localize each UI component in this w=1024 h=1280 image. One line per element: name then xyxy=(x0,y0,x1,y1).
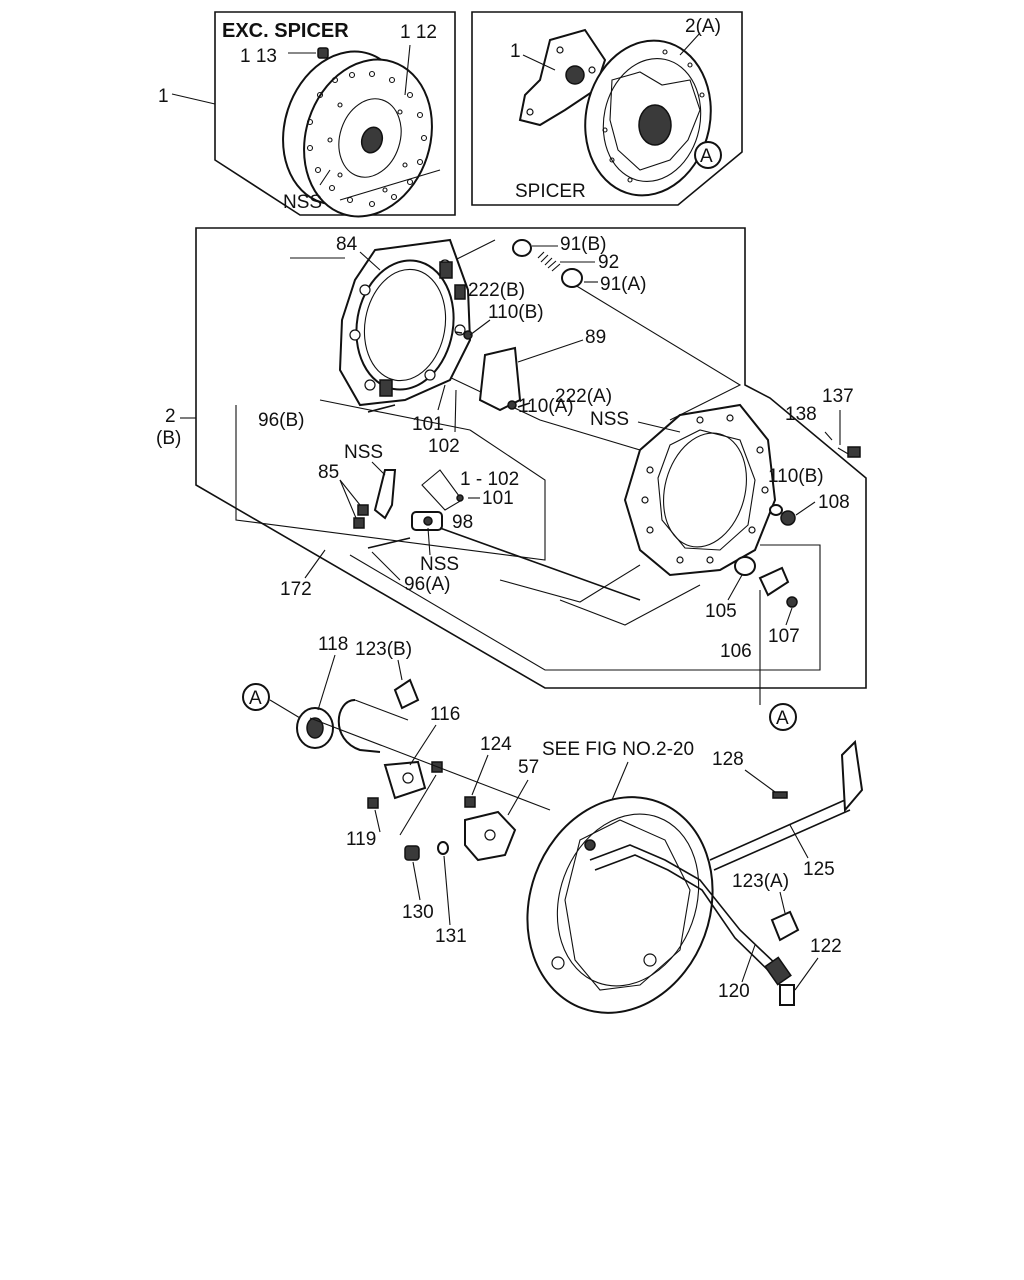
callout-172: 172 xyxy=(280,579,312,600)
callout-nss-disc: NSS xyxy=(283,192,322,213)
callout-1-spicer: 1 xyxy=(510,41,521,62)
main-assembly-outline xyxy=(195,227,867,689)
spring-parts-drawing xyxy=(512,239,583,288)
callout-89: 89 xyxy=(585,327,606,348)
callout-nss-bolt: NSS xyxy=(420,554,459,575)
release-lever-drawing xyxy=(353,404,641,601)
spicer-title: SPICER xyxy=(515,181,586,202)
callout-102-top: 102 xyxy=(428,436,460,457)
callout-138: 138 xyxy=(785,404,817,425)
callout-222b: 222(B) xyxy=(468,280,525,301)
callout-106: 106 xyxy=(720,641,752,662)
spicer-hub-drawing xyxy=(518,28,607,127)
callout-98: 98 xyxy=(452,512,473,533)
pressure-plate-drawing xyxy=(623,403,777,577)
callout-2: 2 xyxy=(165,406,176,427)
callout-130: 130 xyxy=(402,902,434,923)
callout-101-mid: 101 xyxy=(482,488,514,509)
callout-222a: 222(A) xyxy=(555,386,612,407)
callout-123b: 123(B) xyxy=(355,639,412,660)
pipe-drawing xyxy=(589,844,781,969)
callout-116: 116 xyxy=(430,704,460,725)
clutch-housing-drawing xyxy=(526,796,714,1014)
callout-96b: 96(B) xyxy=(258,410,304,431)
callout-1-left: 1 xyxy=(158,86,169,107)
callout-108: 108 xyxy=(818,492,850,513)
release-bearing-drawing xyxy=(296,707,334,749)
callout-125: 125 xyxy=(803,859,835,880)
ref-a-top: A xyxy=(700,146,713,167)
pressure-plate-cover-drawing xyxy=(338,238,472,407)
callout-118: 118 xyxy=(318,634,348,655)
callout-2b: (B) xyxy=(156,428,181,449)
shaft-drawing xyxy=(709,799,851,871)
callout-124: 124 xyxy=(480,734,512,755)
callout-91b: 91(B) xyxy=(560,234,606,255)
callout-96a: 96(A) xyxy=(404,574,450,595)
callout-91a: 91(A) xyxy=(600,274,646,295)
callout-110a: 110(A) xyxy=(518,396,574,417)
callout-128: 128 xyxy=(712,749,744,770)
callout-119: 119 xyxy=(346,829,376,850)
callout-1-102: 1 - 102 xyxy=(460,469,519,490)
callout-113: 1 13 xyxy=(240,46,277,67)
callout-nss-plate: NSS xyxy=(590,409,629,430)
callout-110b-top: 110(B) xyxy=(488,302,544,323)
ref-a-left: A xyxy=(249,688,262,709)
callout-101-top: 101 xyxy=(412,414,444,435)
callout-84: 84 xyxy=(336,234,358,255)
ref-a-right: A xyxy=(776,708,789,729)
callout-105: 105 xyxy=(705,601,737,622)
callout-107: 107 xyxy=(768,626,800,647)
clutch-disc-drawing xyxy=(282,50,433,218)
spicer-box: A 1 2(A) SPICER xyxy=(471,11,743,206)
callout-110b-right: 110(B) xyxy=(768,466,824,487)
callout-92: 92 xyxy=(598,252,619,273)
callout-57: 57 xyxy=(518,757,539,778)
see-fig-label: SEE FIG NO.2-20 xyxy=(542,739,694,760)
exc-spicer-box: EXC. SPICER 1 13 1 12 NSS xyxy=(214,11,456,218)
callout-nss-lever: NSS xyxy=(344,442,383,463)
callout-123a: 123(A) xyxy=(732,871,789,892)
callout-120: 120 xyxy=(718,981,750,1002)
exc-spicer-title: EXC. SPICER xyxy=(222,20,349,42)
callout-137: 137 xyxy=(822,386,854,407)
hose-drawing xyxy=(337,699,381,753)
spicer-pressure-plate-drawing xyxy=(584,39,712,197)
callout-2a: 2(A) xyxy=(685,16,721,37)
callout-112: 1 12 xyxy=(400,22,437,43)
callout-131: 131 xyxy=(435,926,467,947)
callout-85: 85 xyxy=(318,462,339,483)
callout-122: 122 xyxy=(810,936,842,957)
